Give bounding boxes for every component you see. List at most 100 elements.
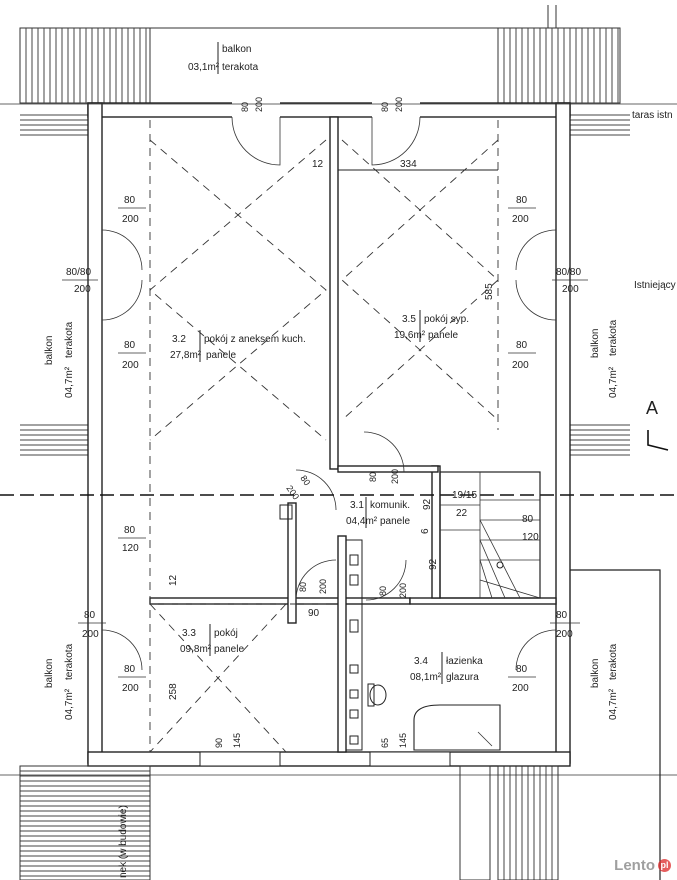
svg-text:balkon: balkon xyxy=(44,336,55,365)
door-swing-left-upper-b xyxy=(101,279,143,321)
stair-92a: 92 xyxy=(422,498,433,510)
left-win1-w: 80 xyxy=(124,195,136,206)
bottom-win-right-h: 145 xyxy=(398,733,408,748)
outer-walls xyxy=(87,102,571,767)
top-door-left-w: 80 xyxy=(240,102,250,112)
svg-text:08,1m²: 08,1m² xyxy=(410,672,442,683)
door-diag-w: 80 xyxy=(298,473,312,487)
right-win2-h: 200 xyxy=(512,360,529,371)
svg-text:3.1: 3.1 xyxy=(350,500,364,511)
door-swing-top-right xyxy=(371,116,421,166)
door-a-h: 200 xyxy=(390,469,400,484)
svg-text:pokój z aneksem kuch.: pokój z aneksem kuch. xyxy=(204,334,306,345)
room-3-2: 3.2 pokój z aneksem kuch. 27,8m² panele xyxy=(170,330,306,362)
svg-text:terakota: terakota xyxy=(608,643,619,680)
svg-text:3.3: 3.3 xyxy=(182,628,196,639)
watermark-brand: Lento xyxy=(614,857,655,874)
watermark: Lento pl xyxy=(614,857,671,874)
dim-585: 585 xyxy=(484,283,495,300)
left-win3-h: 120 xyxy=(122,543,139,554)
balcony-top-area: 03,1m² xyxy=(188,62,220,73)
svg-text:balkon: balkon xyxy=(590,329,601,358)
right-win4-w: 80 xyxy=(556,610,568,621)
left-win1-h: 200 xyxy=(122,214,139,225)
balcony-top-label: balkon xyxy=(222,44,251,55)
right-win5-w: 80 xyxy=(516,664,528,675)
svg-text:3.2: 3.2 xyxy=(172,334,186,345)
top-door-right-h: 200 xyxy=(394,97,404,112)
right-win2-w: 80 xyxy=(516,340,528,351)
svg-text:3.5: 3.5 xyxy=(402,314,416,325)
room-3-5: 3.5 pokój syp. 19,6m² panele xyxy=(394,310,469,342)
top-door-left-h: 200 xyxy=(254,97,264,112)
door-diag-h: 200 xyxy=(284,483,301,501)
left-win4-h: 200 xyxy=(82,629,99,640)
svg-text:terakota: terakota xyxy=(608,319,619,356)
label-istniejacy: Istniejący xyxy=(634,280,676,291)
bottom-win-left-w: 90 xyxy=(214,738,224,748)
svg-text:04,4m²: 04,4m² xyxy=(346,516,378,527)
svg-text:pokój syp.: pokój syp. xyxy=(424,314,469,325)
left-win2-h: 200 xyxy=(122,360,139,371)
room-3-1: 3.1 komunik. 04,4m² panele xyxy=(346,497,410,528)
balcony-left-lower: balkon 04,7m² terakota xyxy=(44,643,75,720)
stair-22: 22 xyxy=(456,508,468,519)
svg-text:27,8m²: 27,8m² xyxy=(170,350,202,361)
dim-12-top: 12 xyxy=(312,159,324,170)
balcony-right-lower: balkon 04,7m² terakota xyxy=(590,643,619,720)
right-win1-h: 200 xyxy=(512,214,529,225)
door-swing-right-upper-b xyxy=(515,279,557,321)
dim-6: 6 xyxy=(420,528,431,534)
door-swing-left-lower xyxy=(101,629,143,671)
right-door1-h: 200 xyxy=(562,284,579,295)
bottom-win-right-w: 65 xyxy=(380,738,390,748)
svg-text:04,7m²: 04,7m² xyxy=(64,688,75,720)
door-swing-bedroom xyxy=(363,431,405,473)
svg-text:balkon: balkon xyxy=(590,659,601,688)
neighbor-outline xyxy=(570,569,661,880)
bathroom-fixtures xyxy=(345,539,501,751)
balcony-right-upper: balkon 04,7m² terakota xyxy=(590,319,619,398)
door-swing-right-upper xyxy=(515,229,557,271)
vent xyxy=(279,504,293,520)
svg-text:terakota: terakota xyxy=(64,643,75,680)
right-door1-w: 80/80 xyxy=(556,267,581,278)
svg-text:04,7m²: 04,7m² xyxy=(608,366,619,398)
right-win4-h: 200 xyxy=(556,629,573,640)
door-b-h: 200 xyxy=(318,579,328,594)
bottom-right-hatch-box xyxy=(497,765,559,880)
svg-text:komunik.: komunik. xyxy=(370,500,410,511)
door-c-h: 200 xyxy=(398,583,408,598)
door-swing-top-left xyxy=(231,116,281,166)
ceiling-dashes xyxy=(149,120,499,753)
dim-12-left: 12 xyxy=(168,574,179,586)
svg-text:panele: panele xyxy=(214,644,244,655)
balcony-top-floor: terakota xyxy=(222,62,259,73)
right-win1-w: 80 xyxy=(516,195,528,206)
stair-92b: 92 xyxy=(428,558,439,570)
svg-text:pokój: pokój xyxy=(214,628,238,639)
svg-text:19,6m²: 19,6m² xyxy=(394,330,426,341)
left-door1-h: 200 xyxy=(74,284,91,295)
dim-334: 334 xyxy=(400,159,417,170)
bottom-window-right xyxy=(369,751,451,767)
left-win3-w: 80 xyxy=(124,525,136,536)
svg-text:04,7m²: 04,7m² xyxy=(608,688,619,720)
door-swing-left-upper xyxy=(101,229,143,271)
svg-text:panele: panele xyxy=(428,330,458,341)
stair-steps: 19/15 xyxy=(452,490,477,501)
svg-text:glazura: glazura xyxy=(446,672,479,683)
right-win3-h: 120 xyxy=(522,532,539,543)
room-3-3: 3.3 pokój 09,8m² panele xyxy=(180,624,244,656)
svg-text:09,8m²: 09,8m² xyxy=(180,644,212,655)
label-taras: taras istn xyxy=(632,110,673,121)
section-marker-a: A xyxy=(646,398,658,418)
door-gap-top-left xyxy=(232,100,280,120)
staircase xyxy=(439,471,541,599)
dim-dividers xyxy=(62,207,588,678)
label-bottom-note: nek (w budowie) xyxy=(118,805,129,878)
svg-text:panele: panele xyxy=(380,516,410,527)
dim-258: 258 xyxy=(168,683,179,700)
left-win5-h: 200 xyxy=(122,683,139,694)
